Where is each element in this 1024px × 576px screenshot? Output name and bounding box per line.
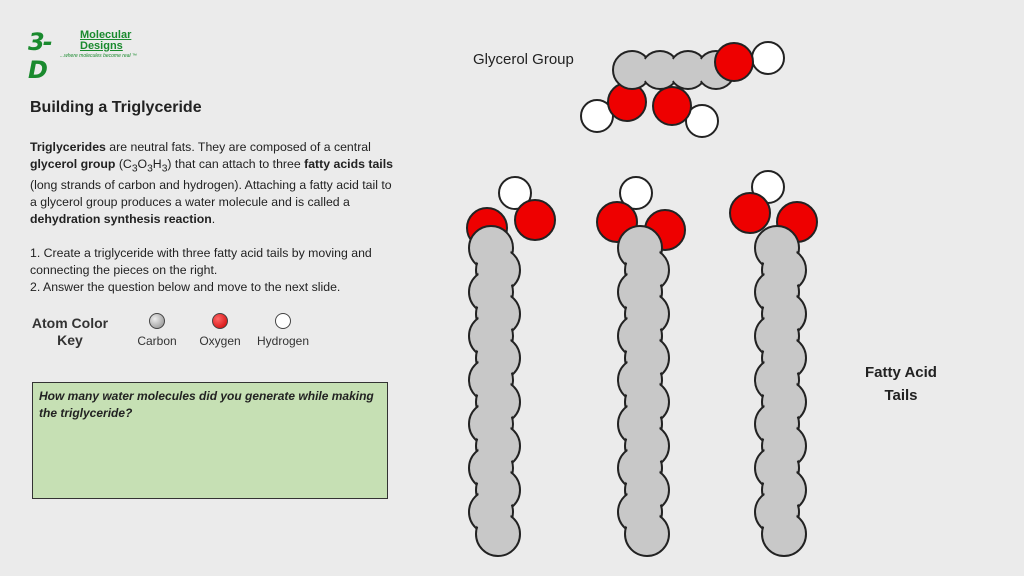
carbon-fill bbox=[478, 514, 518, 554]
hydrogen-icon bbox=[275, 313, 291, 329]
glycerol-label: Glycerol Group bbox=[473, 51, 574, 68]
carbon-fill bbox=[764, 514, 804, 554]
hydrogen-atom bbox=[751, 41, 785, 75]
oxygen-atom bbox=[652, 86, 692, 126]
slide-title: Building a Triglyceride bbox=[30, 99, 202, 116]
fatty-acid-tail[interactable] bbox=[466, 176, 556, 557]
oxygen-icon bbox=[212, 313, 228, 329]
hydrogen-atom bbox=[498, 176, 532, 210]
carbon-icon bbox=[149, 313, 165, 329]
key-hydrogen: Hydrogen bbox=[253, 313, 313, 348]
key-oxygen: Oxygen bbox=[190, 313, 250, 348]
intro-text: Triglycerides are neutral fats. They are… bbox=[30, 139, 400, 296]
carbon-fill bbox=[671, 53, 705, 87]
key-carbon: Carbon bbox=[127, 313, 187, 348]
fatty-acid-tail[interactable] bbox=[729, 170, 818, 557]
oxygen-atom bbox=[514, 199, 556, 241]
step-2: 2. Answer the question below and move to… bbox=[30, 280, 341, 295]
fatty-acid-label: Fatty Acid Tails bbox=[865, 364, 937, 404]
oxygen-atom bbox=[714, 42, 754, 82]
carbon-fill bbox=[627, 514, 667, 554]
answer-box[interactable]: How many water molecules did you generat… bbox=[32, 382, 388, 499]
step-1: 1. Create a triglyceride with three fatt… bbox=[30, 246, 372, 278]
oxygen-atom bbox=[729, 192, 771, 234]
glycerol-group[interactable] bbox=[580, 41, 785, 138]
hydrogen-atom bbox=[685, 104, 719, 138]
question-text: How many water molecules did you generat… bbox=[39, 389, 374, 420]
hydrogen-atom bbox=[619, 176, 653, 210]
fatty-acid-tail[interactable] bbox=[596, 176, 686, 557]
atom-color-key: Atom Color Key Carbon Oxygen Hydrogen bbox=[30, 313, 330, 353]
carbon-fill bbox=[643, 53, 677, 87]
carbon-fill bbox=[615, 53, 649, 87]
